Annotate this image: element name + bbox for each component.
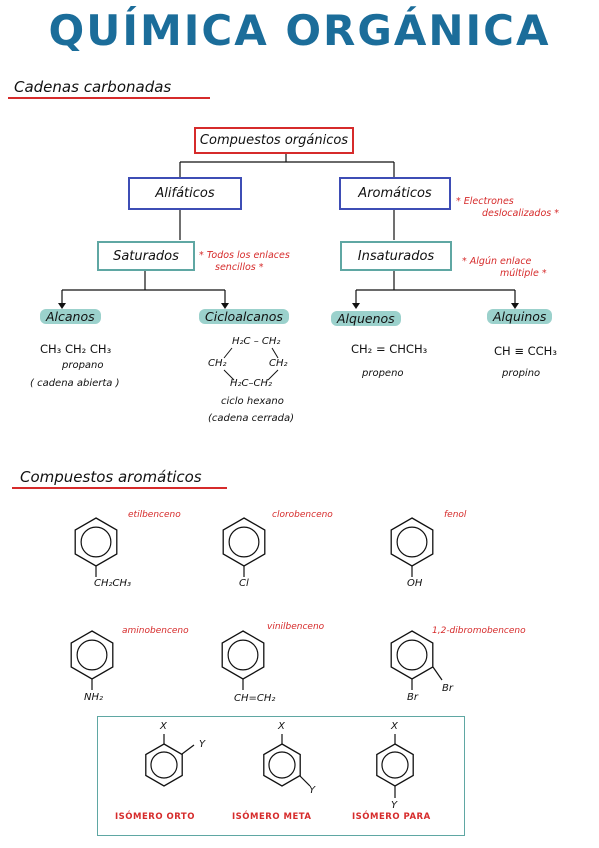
section-heading-cadenas: Cadenas carbonadas xyxy=(14,78,172,96)
benzene-ring-fenol xyxy=(390,517,434,577)
label-cicloalcanos: Cicloalcanos xyxy=(199,309,289,324)
note-insaturados: * Algún enlace múltiple * xyxy=(462,256,547,279)
ciclo-top: H₂C – CH₂ xyxy=(232,336,281,347)
compound-substituent: CH=CH₂ xyxy=(234,693,276,704)
compound-name: 1,2-dibromobenceno xyxy=(432,626,526,636)
label-alcanos: Alcanos xyxy=(40,309,101,324)
label-alquinos: Alquinos xyxy=(487,309,553,324)
note-saturados: * Todos los enlaces sencillos * xyxy=(199,250,290,273)
box-insaturados: Insaturados xyxy=(340,241,452,271)
alcanos-formula: CH₃ CH₂ CH₃ xyxy=(40,342,112,356)
ciclo-bottom: H₂C–CH₂ xyxy=(230,378,273,389)
compound-name: clorobenceno xyxy=(272,510,333,520)
isomer-label-orto: ISÓMERO ORTO xyxy=(115,812,195,822)
isomer-y: Y xyxy=(391,800,398,811)
section-underline xyxy=(12,487,227,489)
benzene-ring-para xyxy=(376,734,414,798)
compound-substituent: Br xyxy=(407,692,418,703)
isomer-y: Y xyxy=(199,739,206,750)
isomer-y: Y xyxy=(309,785,316,796)
alquinos-formula: CH ≡ CCH₃ xyxy=(494,344,557,358)
isomers-panel xyxy=(97,716,465,836)
note-aromaticos: * Electrones deslocalizados * xyxy=(456,196,559,219)
page-title: QUÍMICA ORGÁNICA xyxy=(48,6,551,55)
benzene-ring-vinilbenceno xyxy=(221,630,265,690)
compound-name: etilbenceno xyxy=(128,510,181,520)
isomer-label-para: ISÓMERO PARA xyxy=(352,812,431,822)
compound-name: aminobenceno xyxy=(122,626,189,636)
isomer-x: X xyxy=(278,721,285,732)
compound-substituent: NH₂ xyxy=(84,692,104,703)
alquenos-name: propeno xyxy=(362,368,404,379)
compound-name: vinilbenceno xyxy=(267,622,325,632)
ciclo-name: ciclo hexano xyxy=(221,396,284,407)
alquinos-name: propino xyxy=(502,368,541,379)
section-underline xyxy=(8,97,210,99)
compound-name: fenol xyxy=(444,510,467,520)
benzene-ring-aminobenceno xyxy=(70,630,114,690)
box-compuestos-organicos: Compuestos orgánicos xyxy=(194,127,354,154)
isomer-x: X xyxy=(160,721,167,732)
compound-substituent: OH xyxy=(407,578,423,589)
benzene-ring-meta xyxy=(263,734,311,787)
benzene-ring-clorobenceno xyxy=(222,517,266,577)
isomer-x: X xyxy=(391,721,398,732)
benzene-ring-orto xyxy=(145,734,195,787)
compound-substituent: Br xyxy=(442,683,453,694)
alquenos-formula: CH₂ = CHCH₃ xyxy=(351,342,428,356)
ciclo-right: CH₂ xyxy=(269,358,288,369)
compound-substituent: CH₂CH₃ xyxy=(94,578,132,589)
isomer-label-meta: ISÓMERO META xyxy=(232,812,312,822)
label-alquenos: Alquenos xyxy=(331,311,401,326)
box-saturados: Saturados xyxy=(97,241,195,271)
ciclo-left: CH₂ xyxy=(208,358,227,369)
section-heading-aromaticos: Compuestos aromáticos xyxy=(20,468,202,486)
box-aromaticos: Aromáticos xyxy=(339,177,451,210)
benzene-ring-etilbenceno xyxy=(74,517,118,577)
alcanos-desc: ( cadena abierta ) xyxy=(30,378,120,389)
compound-substituent: Cl xyxy=(239,578,249,589)
box-alifaticos: Alifáticos xyxy=(128,177,242,210)
benzene-ring-dibromobenceno xyxy=(390,630,443,690)
ciclo-desc: (cadena cerrada) xyxy=(208,413,295,424)
alcanos-name: propano xyxy=(62,360,104,371)
